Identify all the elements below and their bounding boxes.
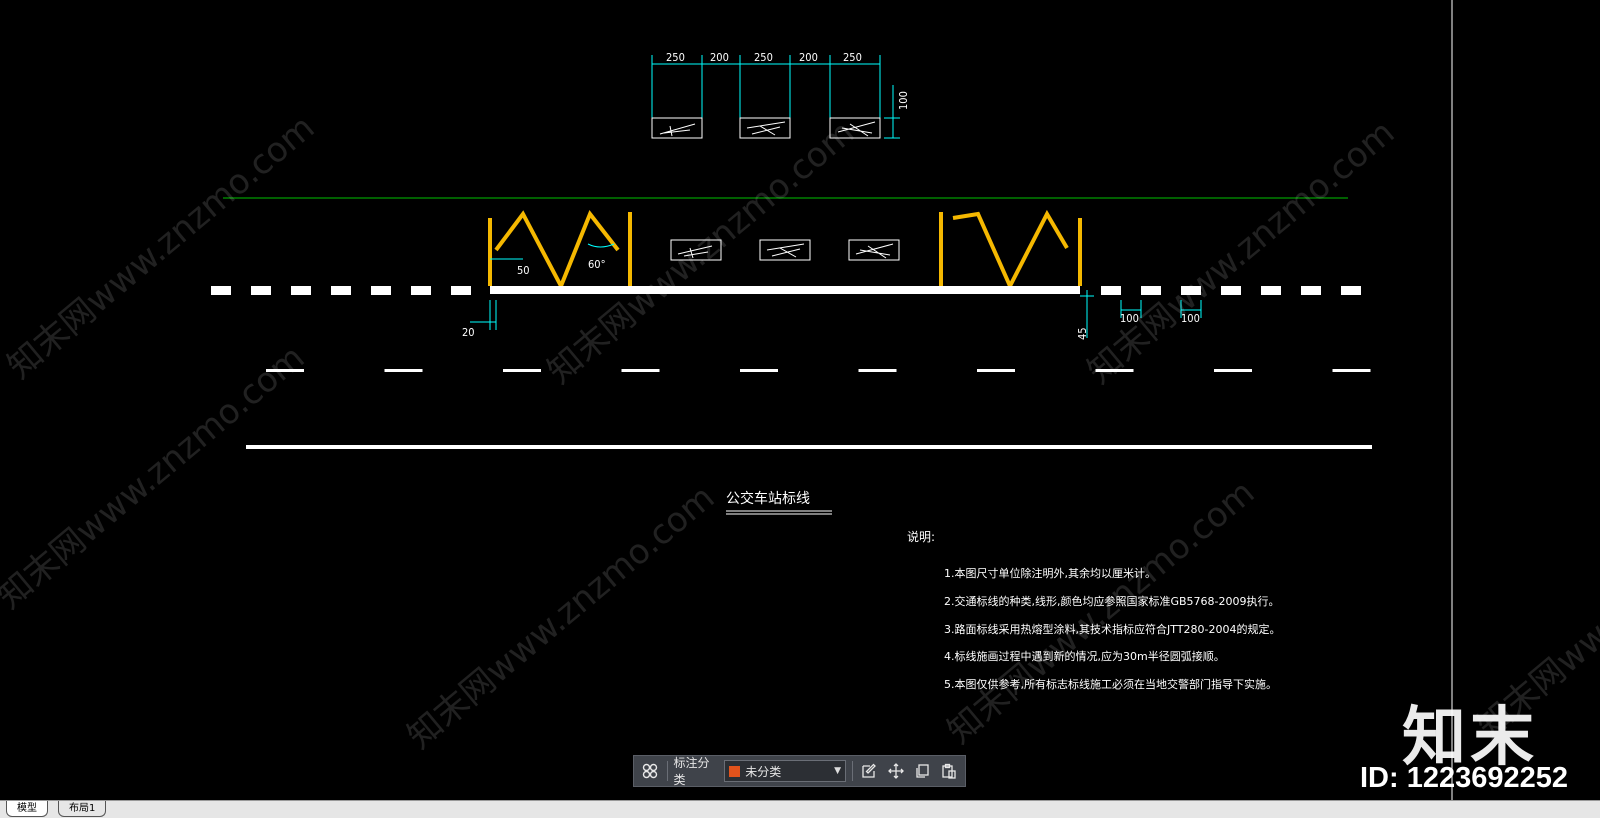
upper-lane-dash-12 (1261, 286, 1281, 295)
dim-top-2: 200 (710, 51, 729, 64)
upper-lane-dash-1 (211, 286, 231, 295)
upper-lane-dash-8 (1101, 286, 1121, 295)
middle-lane-dash-8 (1095, 369, 1134, 372)
middle-lane-dash-4 (621, 369, 660, 372)
dim-45: 45 (1076, 327, 1089, 340)
drawing-title: 公交车站标线 (726, 490, 810, 507)
lane-dash-line-upper (211, 286, 1361, 295)
upper-lane-dash-11 (1221, 286, 1241, 295)
edit-icon[interactable] (859, 760, 880, 782)
toolbar-separator (852, 761, 853, 781)
note-1: 1.本图尺寸单位除注明外,其余均以厘米计。 (944, 566, 1156, 580)
dim-top-5: 250 (843, 51, 862, 64)
upper-lane-dash-7 (451, 286, 471, 295)
upper-lane-dash-2 (251, 286, 271, 295)
note-5: 5.本图仅供参考,所有标志标线施工必须在当地交警部门指导下实施。 (944, 677, 1277, 691)
dim-50: 50 (517, 264, 530, 277)
upper-lane-dash-4 (331, 286, 351, 295)
middle-lane-dash-2 (384, 369, 423, 372)
dim-top-4: 200 (799, 51, 818, 64)
middle-lane-dash-1 (266, 369, 304, 372)
cad-drawing: 250 200 250 200 250 100 (0, 0, 1600, 800)
annotation-category-select[interactable]: 未分类 ▼ (724, 760, 847, 782)
watermark-3: 知末网www.znzmo.com (1080, 112, 1402, 391)
middle-lane-dash-10 (1332, 369, 1371, 372)
dim-gap-2: 100 (1181, 312, 1200, 325)
dim-gap-1: 100 (1120, 312, 1139, 325)
paste-icon[interactable] (938, 760, 959, 782)
category-select-value: 未分类 (745, 764, 782, 779)
toolbar-separator (666, 761, 668, 781)
note-2: 2.交通标线的种类,线形,颜色均应参照国家标准GB5768-2009执行。 (944, 594, 1280, 608)
middle-lane-dash-5 (740, 369, 778, 372)
watermark-2: 知末网www.znzmo.com (540, 112, 862, 391)
middle-lane-dash-9 (1214, 369, 1252, 372)
chevron-down-icon: ▼ (834, 766, 842, 776)
zigzag-dimensions (470, 243, 1202, 338)
dim-height: 100 (897, 91, 910, 110)
lane-dash-line-middle (266, 369, 1371, 372)
upper-lane-dash-10 (1181, 286, 1201, 295)
note-4: 4.标线施画过程中遇到新的情况,应为30m半径圆弧接顺。 (944, 649, 1225, 663)
note-3: 3.路面标线采用热熔型涂料,其技术指标应符合JTT280-2004的规定。 (944, 622, 1280, 636)
category-color-swatch (729, 765, 741, 777)
layout-tabs-bar: 模型 布局1 (0, 800, 1600, 818)
bus-stop-zigzag-markings (488, 209, 1082, 291)
watermark-4: 知末网www.znzmo.com (0, 337, 312, 616)
dim-20: 20 (462, 326, 475, 339)
zigzag-dimension-labels: 50 60° 20 45 100 100 (462, 258, 1200, 340)
drawing-canvas[interactable]: 250 200 250 200 250 100 (0, 0, 1600, 800)
watermarks: 知末网www.znzmo.com 知末网www.znzmo.com 知末网www… (0, 107, 1600, 756)
watermark-6: 知末网www.znzmo.com (940, 472, 1262, 751)
tab-layout1[interactable]: 布局1 (58, 801, 107, 817)
upper-lane-dash-5 (371, 286, 391, 295)
dim-angle: 60° (588, 258, 606, 271)
copy-icon[interactable] (912, 760, 933, 782)
road-edge-solid-line (246, 445, 1372, 449)
resource-id-label: ID: 1223692252 (1360, 762, 1568, 794)
annotation-category-label: 标注分类 (673, 756, 710, 787)
upper-lane-dash-3 (291, 286, 311, 295)
tab-model[interactable]: 模型 (6, 801, 48, 817)
legend-boxes (651, 117, 881, 139)
dim-top-1: 250 (666, 51, 685, 64)
bus-stop-solid-line (490, 286, 1080, 294)
upper-lane-dash-14 (1341, 286, 1361, 295)
move-icon[interactable] (885, 760, 906, 782)
middle-lane-dash-3 (503, 369, 541, 372)
upper-lane-dash-6 (411, 286, 431, 295)
top-dimension-labels: 250 200 250 200 250 100 (666, 51, 910, 110)
upper-lane-dash-9 (1141, 286, 1161, 295)
upper-lane-dash-13 (1301, 286, 1321, 295)
watermark-5: 知末网www.znzmo.com (400, 477, 722, 756)
bus-stop-text-boxes (670, 239, 900, 261)
grid-icon[interactable] (640, 760, 661, 782)
brand-logo: 知末 (1402, 701, 1538, 775)
middle-lane-dash-7 (977, 369, 1015, 372)
top-dimension-group (651, 55, 900, 139)
notes-heading: 说明: (907, 529, 935, 544)
middle-lane-dash-6 (858, 369, 897, 372)
watermark-1: 知末网www.znzmo.com (0, 107, 322, 386)
annotation-toolbar: 标注分类 未分类 ▼ (633, 755, 966, 787)
dim-top-3: 250 (754, 51, 773, 64)
